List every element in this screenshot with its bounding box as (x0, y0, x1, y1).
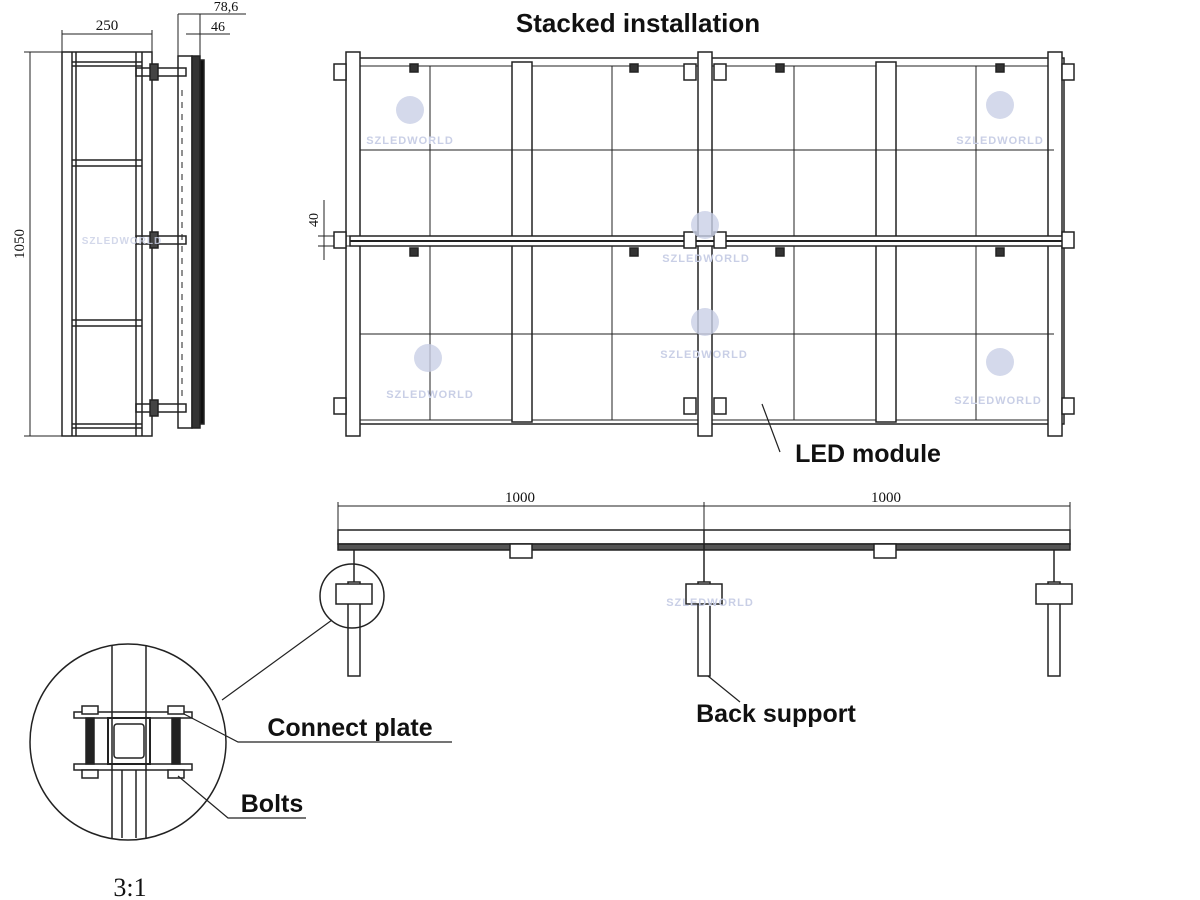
watermark-text: SZLEDWORLD (662, 253, 750, 265)
drawing-title: Stacked installation (516, 8, 760, 38)
top-view (319, 502, 1073, 677)
bolts-label: Bolts (241, 790, 304, 818)
watermark-text: SZLEDWORLD (366, 135, 454, 147)
dimension-side-width: 250 (96, 18, 119, 34)
watermark-text: SZLEDWORLD (82, 236, 163, 247)
connect-plate-label: Connect plate (267, 714, 432, 742)
detail-view (29, 643, 227, 841)
watermark-text: SZLEDWORLD (666, 597, 754, 609)
detail-connector-line (221, 619, 333, 701)
led-module-label: LED module (795, 440, 941, 468)
bolts-leader (177, 775, 306, 819)
front-view-brackets (333, 63, 1075, 415)
dimension-front-gap: 40 (307, 213, 322, 227)
back-support-label: Back support (696, 700, 856, 728)
watermark-text: SZLEDWORLD (386, 389, 474, 401)
front-view (318, 51, 1065, 437)
watermark-text: SZLEDWORLD (956, 135, 1044, 147)
watermark-text: SZLEDWORLD (954, 395, 1042, 407)
dimension-top-span-right: 1000 (871, 490, 901, 506)
led-module-leader (761, 403, 781, 453)
connect-plate-leader (183, 713, 452, 743)
dimension-top-span-left: 1000 (505, 490, 535, 506)
side-view (24, 13, 246, 437)
dimension-side-height: 1050 (12, 229, 28, 259)
dimension-side-offset-b: 46 (211, 20, 225, 35)
scale-label: 3:1 (113, 873, 146, 900)
watermark-logo (396, 91, 1014, 376)
back-support-leader (707, 675, 741, 703)
dimension-side-offset-a: 78,6 (214, 0, 239, 15)
watermark-text: SZLEDWORLD (660, 349, 748, 361)
